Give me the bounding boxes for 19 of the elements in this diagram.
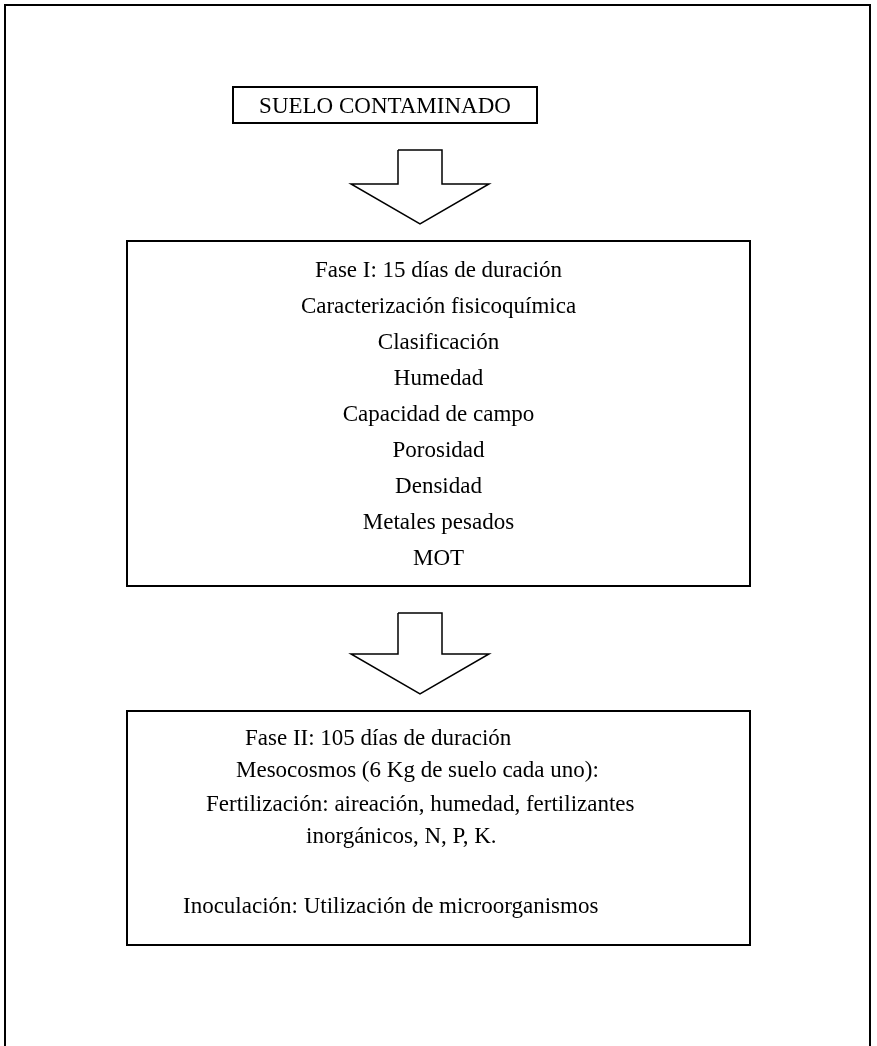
box-text: MOT [411,544,466,572]
box-text: Densidad [394,472,483,500]
box-text: Porosidad [391,436,486,464]
box-text: Inoculación: Utilización de microorganismos [183,892,599,920]
box-text: Metales pesados [361,508,516,536]
block-arrow [348,612,492,695]
process-box [126,240,751,587]
box-text: SUELO CONTAMINADO [258,92,512,120]
box-text: Mesocosmos (6 Kg de suelo cada uno): [236,756,599,784]
process-box [232,86,538,124]
box-text: Humedad [392,364,485,392]
box-text: Fertilización: aireación, humedad, fertilizantes inorgánicos, N, P, K. [206,790,636,850]
box-text: Capacidad de campo [341,400,536,428]
process-box [126,710,751,946]
box-text: Fase I: 15 días de duración [313,256,564,284]
box-text: Fase II: 105 días de duración [245,724,512,752]
box-text: Caracterización fisicoquímica [299,292,578,320]
block-arrow [348,149,492,225]
box-text: Clasificación [376,328,501,356]
